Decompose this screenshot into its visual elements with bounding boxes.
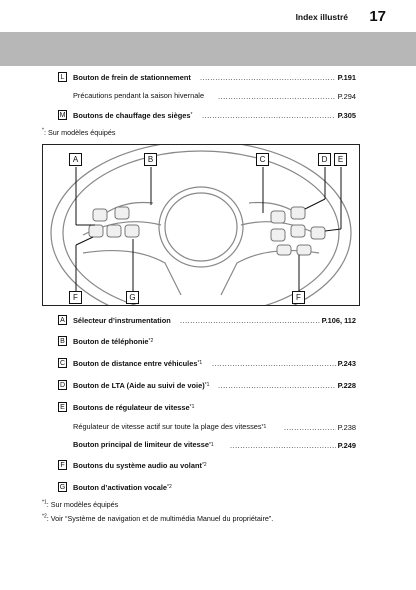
page-ref: P.238 [337, 423, 356, 432]
callout-g: G [126, 291, 139, 304]
page-number: 17 [369, 8, 386, 25]
section-title: Index illustré [295, 12, 348, 22]
item-label: Bouton d’activation vocale [73, 482, 168, 492]
leader-dots: ........................................… [218, 92, 336, 101]
item-label: Sélecteur d’instrumentation [73, 315, 171, 325]
callout-d: D [318, 153, 331, 166]
header-band [0, 32, 416, 66]
item-letter: C [58, 358, 67, 368]
steering-wheel-drawing [50, 145, 352, 305]
item-d: D Bouton de LTA (Aide au suivi de voie)*… [58, 380, 210, 390]
page-ref: P.249 [337, 441, 356, 450]
item-label: Bouton de LTA (Aide au suivi de voie) [73, 380, 205, 390]
page-ref: P.243 [337, 359, 356, 368]
sub-item: Régulateur de vitesse actif sur toute la… [73, 422, 267, 431]
sub-item-label: Précautions pendant la saison hivernale [73, 91, 205, 100]
sub-item: Précautions pendant la saison hivernale [73, 91, 204, 100]
item-label: Boutons de régulateur de vitesse [73, 402, 190, 412]
leader-dots: ........................................… [202, 111, 335, 120]
item-letter: D [58, 380, 67, 390]
item-letter: B [58, 336, 67, 346]
leader-dots: ........................................… [180, 316, 320, 325]
item-letter: A [58, 315, 67, 325]
item-letter: M [58, 110, 67, 120]
callout-e: E [334, 153, 347, 166]
page-ref: P.106, 112 [321, 316, 356, 325]
callout-f-left: F [69, 291, 82, 304]
note-text: : Sur modèles équipés [43, 128, 116, 137]
item-b: B Bouton de téléphonie*2 [58, 336, 153, 346]
top-footnote: *: Sur modèles équipés [42, 128, 115, 137]
leader-dots: ........................................… [218, 381, 336, 390]
note-mark: * [42, 127, 44, 134]
item-label: Bouton de distance entre véhicules [73, 358, 198, 368]
steering-wheel-illustration: A B C D E F G F [42, 144, 360, 306]
item-g: G Bouton d’activation vocale*2 [58, 482, 172, 492]
footnote-text: : Sur modèles équipés [46, 500, 119, 509]
callout-c: C [256, 153, 269, 166]
item-m: M Boutons de chauffage des sièges* [58, 110, 193, 120]
callout-a: A [69, 153, 82, 166]
item-label: Boutons de chauffage des sièges [73, 110, 191, 120]
item-label: Bouton de téléphonie [73, 336, 149, 346]
item-c: C Bouton de distance entre véhicules*1 [58, 358, 203, 368]
page-ref: P.191 [337, 73, 356, 82]
leader-dots: ........................................… [230, 441, 336, 450]
page-ref: P.228 [337, 381, 356, 390]
sub-item-label: Régulateur de vitesse actif sur toute la… [73, 422, 262, 431]
footnote-1: *1: Sur modèles équipés [42, 500, 118, 509]
page-ref: P.305 [337, 111, 356, 120]
callout-b: B [144, 153, 157, 166]
callout-f-right: F [292, 291, 305, 304]
leader-dots: ........................................… [200, 73, 335, 82]
item-letter: G [58, 482, 67, 492]
page-ref: P.294 [337, 92, 356, 101]
item-letter: E [58, 402, 67, 412]
footnote-mark: *2 [42, 513, 47, 520]
item-f: F Boutons du système audio au volant*2 [58, 460, 207, 470]
item-letter: L [58, 72, 67, 82]
leader-dots: ........................................… [212, 359, 336, 368]
sub-item: Bouton principal de limiteur de vitesse*… [73, 440, 214, 449]
footnote-2: *2: Voir “Système de navigation et de mu… [42, 514, 273, 523]
item-letter: F [58, 460, 67, 470]
footnote-text: : Voir “Système de navigation et de mult… [46, 514, 274, 523]
item-label: Bouton de frein de stationnement [73, 72, 191, 82]
footnote-mark: *1 [42, 499, 47, 506]
sub-item-label: Bouton principal de limiteur de vitesse [73, 440, 209, 449]
item-l: L Bouton de frein de stationnement [58, 72, 191, 82]
leader-dots: ........................................… [284, 423, 336, 432]
page-header: Index illustré 17 [0, 0, 416, 30]
item-a: A Sélecteur d’instrumentation [58, 315, 171, 325]
item-e: E Boutons de régulateur de vitesse*1 [58, 402, 194, 412]
item-label: Boutons du système audio au volant [73, 460, 202, 470]
